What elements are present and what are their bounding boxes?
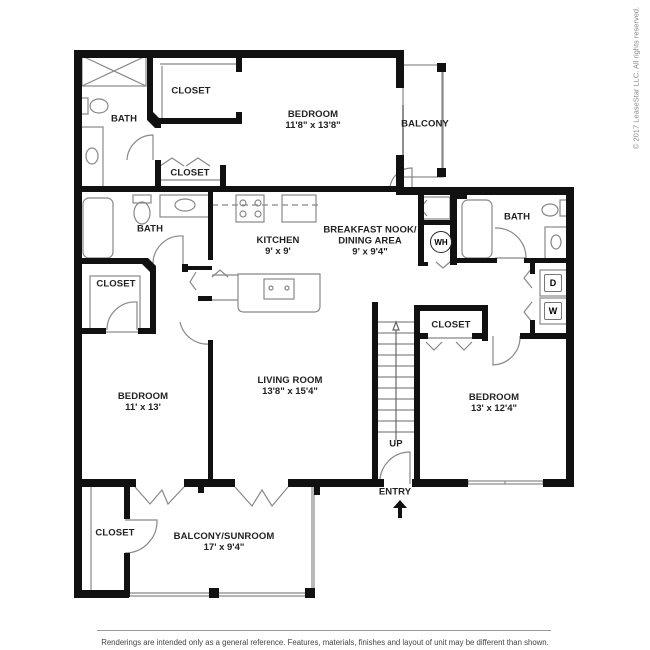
room-breakfast-nook: BREAKFAST NOOK/ DINING AREA 9' x 9'4" <box>323 224 417 259</box>
room-closet-bottom-left: CLOSET <box>95 527 135 540</box>
room-name: BALCONY <box>401 118 449 130</box>
room-name-line2: DINING AREA <box>338 235 402 247</box>
room-dimensions: 13' x 12'4" <box>470 403 517 414</box>
room-closet-top-left: CLOSET <box>171 85 211 98</box>
room-balcony-sunroom: BALCONY/SUNROOM 17' x 9'4" <box>173 531 275 554</box>
room-closet-top-small: CLOSET <box>170 167 210 180</box>
room-name: BEDROOM <box>117 391 169 403</box>
room-dimensions: 9' x 9' <box>265 246 291 257</box>
copyright-text: © 2017 LeaseStar LLC. All rights reserve… <box>631 6 641 150</box>
room-bath-mid-left: BATH <box>136 223 164 236</box>
walls-layer <box>74 50 574 598</box>
room-name: BALCONY/SUNROOM <box>173 531 275 543</box>
room-name: BEDROOM <box>468 392 520 404</box>
room-name: BATH <box>136 223 164 235</box>
room-bedroom-top: BEDROOM 11'8" x 13'8" <box>285 109 341 132</box>
entry-label: ENTRY <box>378 486 412 498</box>
room-name: BATH <box>110 113 138 125</box>
disclaimer-text: Renderings are intended only as a genera… <box>101 638 549 647</box>
entry-arrow-icon <box>393 500 407 518</box>
room-dimensions: 11'8" x 13'8" <box>285 120 341 131</box>
room-balcony-top: BALCONY <box>401 118 449 131</box>
room-kitchen: KITCHEN 9' x 9' <box>256 235 300 258</box>
room-name: BEDROOM <box>287 109 339 121</box>
room-living-room: LIVING ROOM 13'8" x 15'4" <box>257 375 323 398</box>
washer-icon: W <box>544 302 562 320</box>
room-dimensions: 17' x 9'4" <box>203 542 245 553</box>
room-dimensions: 13'8" x 15'4" <box>262 386 318 397</box>
room-name: CLOSET <box>96 278 136 290</box>
room-name: CLOSET <box>431 319 471 331</box>
room-name: KITCHEN <box>256 235 300 247</box>
water-heater-icon: WH <box>430 231 452 253</box>
room-bath-right: BATH <box>503 211 531 224</box>
footer-divider <box>97 630 551 631</box>
room-name: LIVING ROOM <box>257 375 323 387</box>
room-name: CLOSET <box>95 527 135 539</box>
room-dimensions: 11' x 13' <box>125 402 161 413</box>
room-bedroom-right: BEDROOM 13' x 12'4" <box>468 392 520 415</box>
room-name: BATH <box>503 211 531 223</box>
staircase <box>378 320 415 440</box>
dryer-icon: D <box>544 274 562 292</box>
room-name: BREAKFAST NOOK/ <box>323 224 417 236</box>
room-bath-top-left: BATH <box>110 113 138 126</box>
room-closet-mid-left: CLOSET <box>96 278 136 291</box>
room-bedroom-left: BEDROOM 11' x 13' <box>117 391 169 414</box>
room-closet-right: CLOSET <box>431 319 471 332</box>
stairs-up-label: UP <box>389 438 403 450</box>
room-dimensions: 9' x 9'4" <box>352 246 388 258</box>
room-name: CLOSET <box>170 167 210 179</box>
room-name: CLOSET <box>171 85 211 97</box>
